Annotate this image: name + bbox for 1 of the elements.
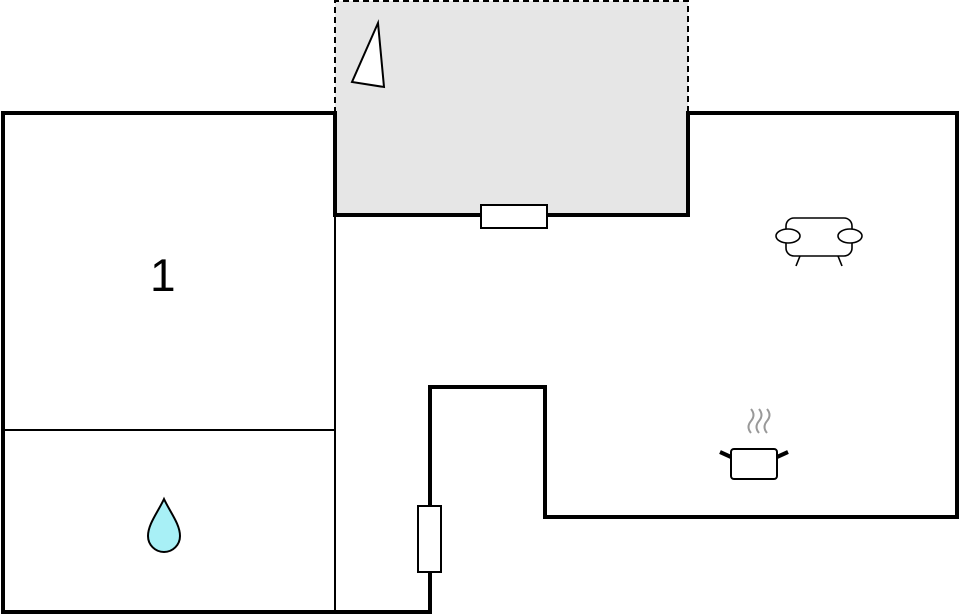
room-number: 1 <box>150 252 176 298</box>
